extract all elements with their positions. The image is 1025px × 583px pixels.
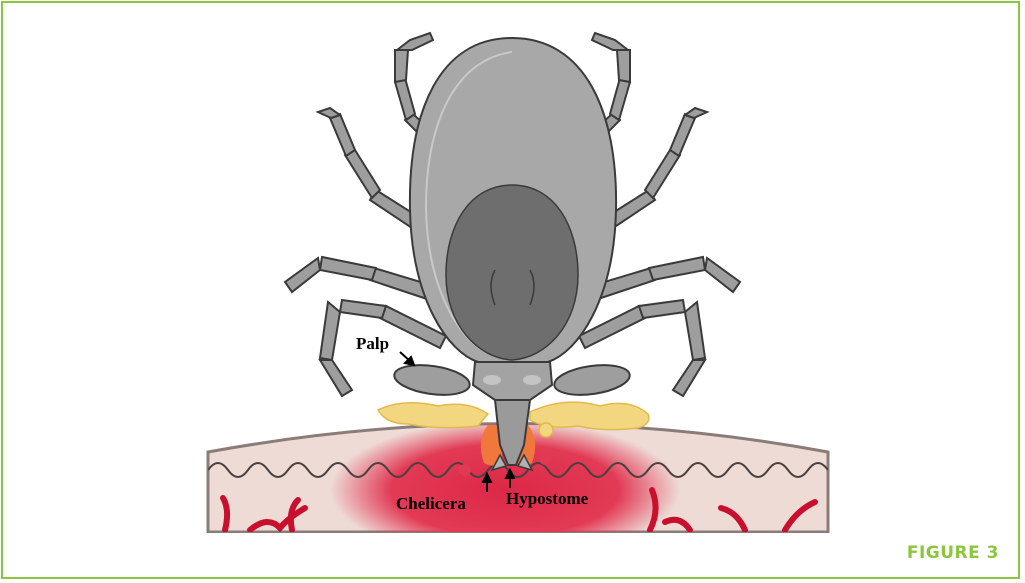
leg-right-3 [591, 257, 740, 300]
leg-left-3 [285, 257, 434, 300]
hypostome-label: Hypostome [506, 489, 589, 508]
palp-left [392, 361, 471, 399]
figure-caption: FIGURE 3 [907, 543, 999, 563]
scutum [446, 185, 578, 360]
palp-right [552, 361, 631, 399]
tick-body [410, 38, 616, 362]
chelicera-label: Chelicera [396, 494, 466, 513]
tick-bite-diagram: Palp Chelicera Hypostome [205, 18, 830, 533]
palp-label: Palp [356, 334, 389, 353]
